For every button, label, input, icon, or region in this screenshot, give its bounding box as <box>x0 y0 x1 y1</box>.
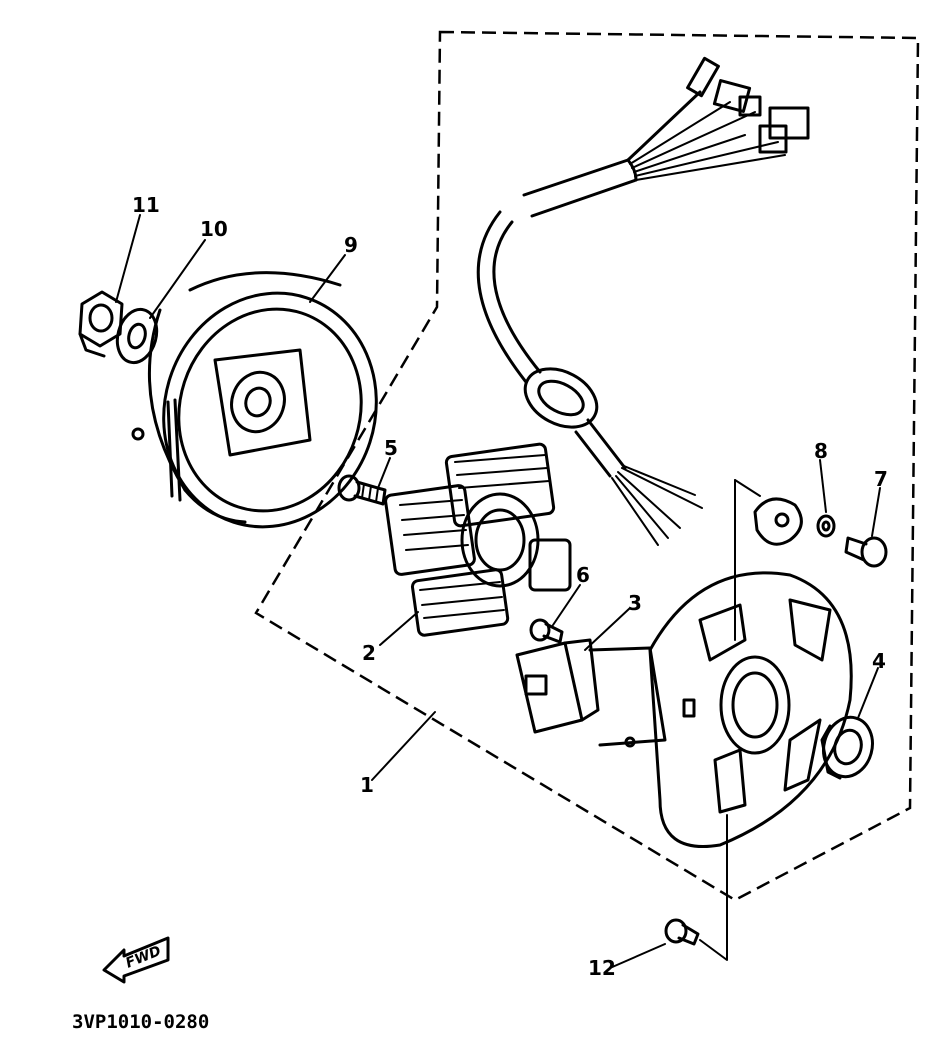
callout-4: 4 <box>872 649 886 673</box>
callout-1: 1 <box>360 773 374 797</box>
leader-lines <box>115 214 881 969</box>
screw-12 <box>664 918 700 946</box>
drawing-code: 3VP1010-0280 <box>72 1011 209 1033</box>
callout-3: 3 <box>628 591 642 615</box>
cable-clamp <box>753 497 803 546</box>
nut <box>78 290 124 358</box>
stator-assembly <box>384 442 572 637</box>
callout-5: 5 <box>384 436 398 460</box>
callout-10: 10 <box>200 217 228 241</box>
screw-7 <box>844 536 888 568</box>
callout-6: 6 <box>576 563 590 587</box>
fwd-arrow-icon: FWD <box>102 936 170 984</box>
assembly-boundary <box>254 30 920 902</box>
callout-2: 2 <box>362 641 376 665</box>
flywheel-rotor <box>131 271 378 529</box>
oil-seal <box>820 715 874 780</box>
pickup-coil <box>515 638 667 748</box>
callout-7: 7 <box>874 467 888 491</box>
wire-harness <box>476 56 810 546</box>
callout-9: 9 <box>344 233 358 257</box>
stator-base-plate <box>648 571 853 848</box>
screw-6 <box>529 618 564 644</box>
washer <box>115 307 159 365</box>
lock-washer <box>816 514 836 538</box>
screw-5 <box>337 474 387 506</box>
callout-12: 12 <box>588 956 616 980</box>
callout-11: 11 <box>132 193 160 217</box>
callout-8: 8 <box>814 439 828 463</box>
